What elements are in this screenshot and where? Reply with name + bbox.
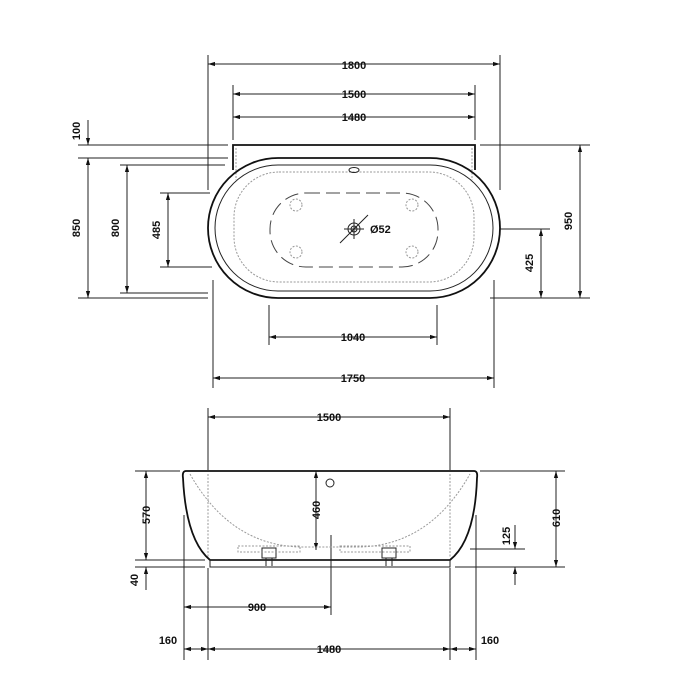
basin-floor [269,192,439,268]
label-1800: 1800 [342,60,366,72]
drain-icon [339,214,369,244]
label-1480: 1480 [342,112,366,124]
label-1500: 1500 [342,89,366,101]
label-100: 100 [71,122,83,140]
label-850: 850 [71,219,83,237]
label-left-160: 160 [159,635,177,647]
label-425: 425 [524,254,536,272]
label-950: 950 [563,212,575,230]
label-570: 570 [141,506,153,524]
label-drain-diameter: Ø52 [370,224,391,236]
label-40: 40 [129,574,141,586]
label-right-160: 160 [481,635,499,647]
label-1040: 1040 [341,332,365,344]
label-1750: 1750 [341,373,365,385]
tub-outline-top [207,157,501,299]
tub-feet [237,545,411,566]
overflow [348,167,360,173]
label-485: 485 [151,221,163,239]
label-125: 125 [501,527,513,545]
label-800: 800 [110,219,122,237]
label-610: 610 [551,509,563,527]
massage-jets [289,198,419,259]
label-1480-side: 1480 [317,644,341,656]
top-view: 1800 1500 1480 100 850 800 485 950 425 Ø… [71,55,590,388]
tub-plinth [209,559,451,568]
side-view: 1500 570 40 610 460 125 900 160 1480 160 [129,408,565,660]
label-460: 460 [311,501,323,519]
wall-panel [232,144,476,170]
label-900: 900 [248,602,266,614]
label-side-1500: 1500 [317,412,341,424]
overflow-side [325,478,335,488]
